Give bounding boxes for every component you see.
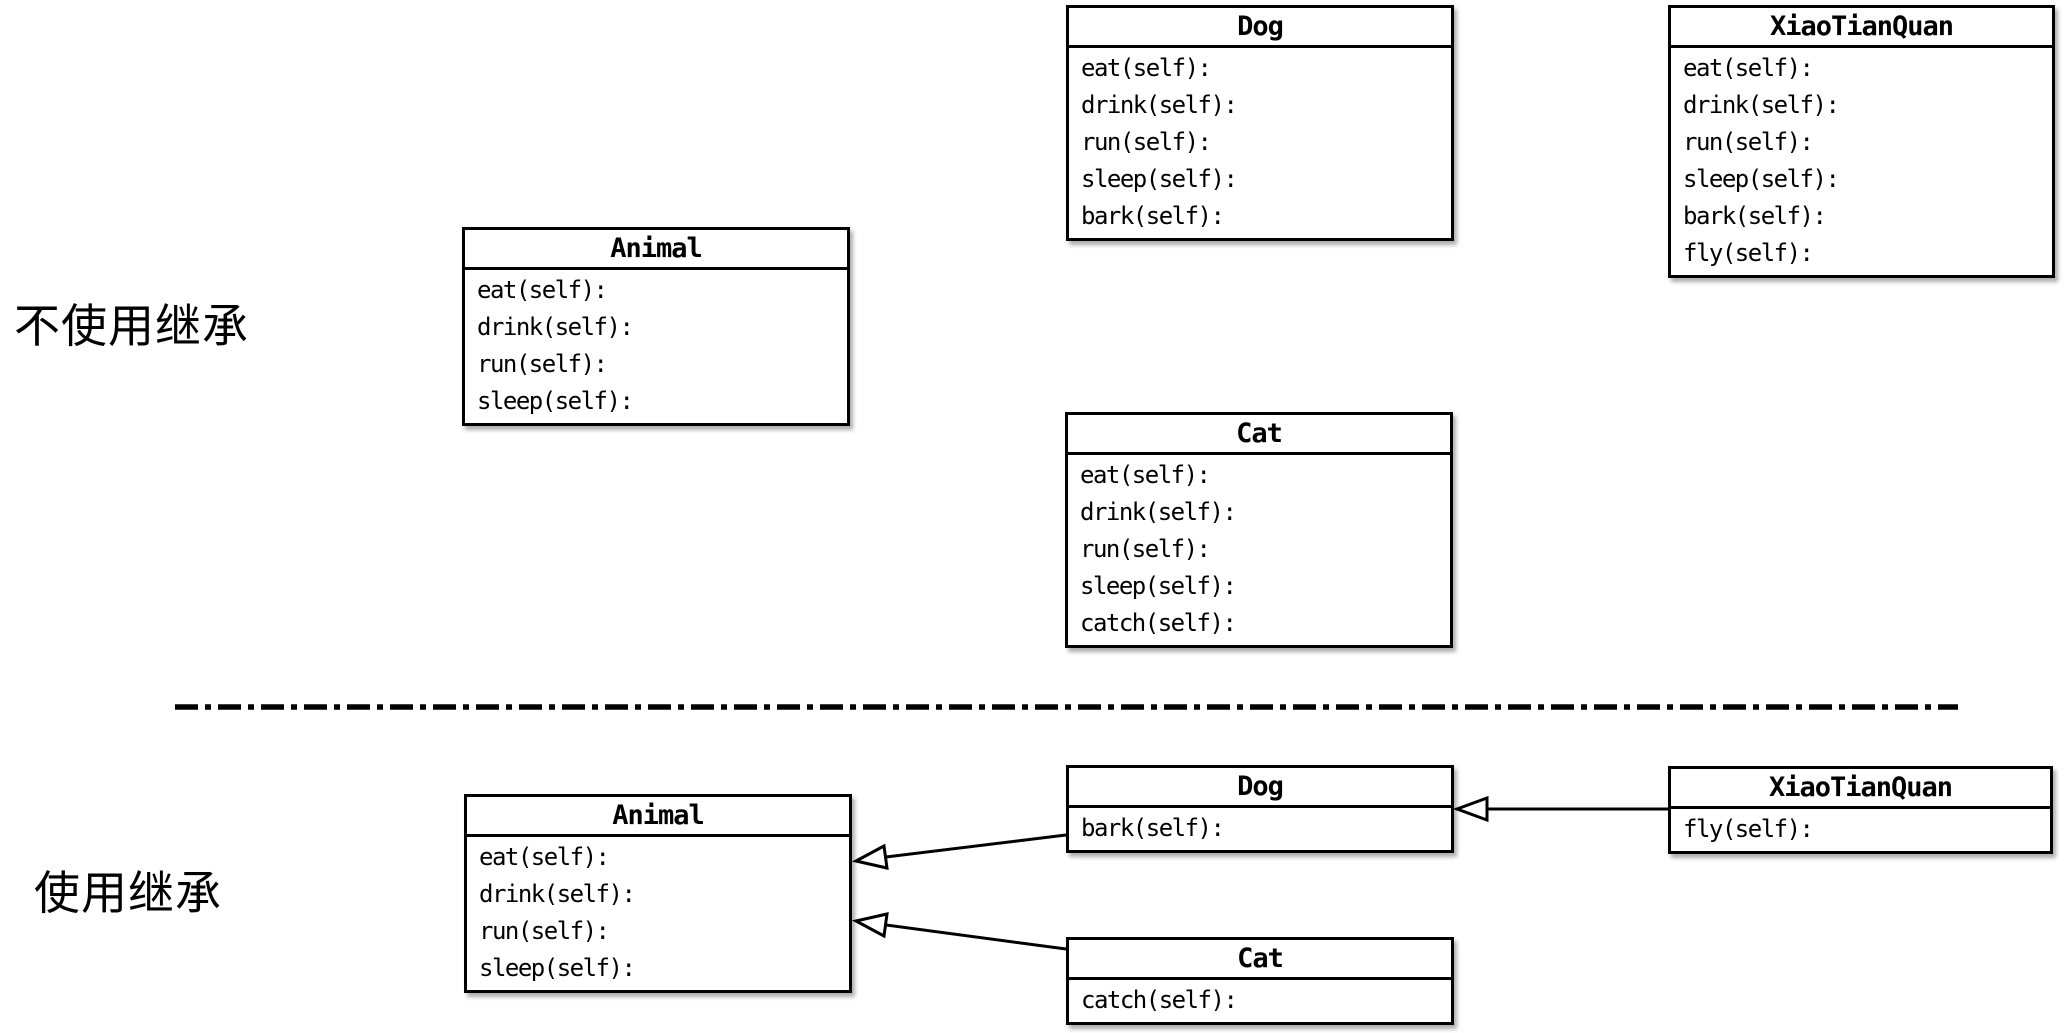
class-box-dog-top: Dog eat(self): drink(self): run(self): s… [1066, 5, 1454, 241]
class-box-animal-bottom: Animal eat(self): drink(self): run(self)… [464, 794, 852, 993]
class-method: eat(self): [479, 843, 610, 871]
class-box-xiaotianquan-bottom: XiaoTianQuan fly(self): [1668, 766, 2053, 854]
class-title: Cat [1069, 940, 1451, 980]
class-method-list: eat(self): drink(self): run(self): sleep… [465, 270, 847, 423]
class-method: run(self): [477, 350, 608, 378]
inheritance-arrowhead-icon [1452, 795, 1489, 823]
class-title: XiaoTianQuan [1671, 769, 2050, 809]
class-method-list: eat(self): drink(self): run(self): sleep… [1069, 48, 1451, 238]
class-method-list: catch(self): [1069, 980, 1451, 1022]
inheritance-line-dog-to-animal [885, 833, 1067, 859]
class-box-dog-bottom: Dog bark(self): [1066, 765, 1454, 853]
class-method: sleep(self): [1683, 165, 1840, 193]
class-method-list: fly(self): [1671, 809, 2050, 851]
class-method: eat(self): [1683, 54, 1814, 82]
class-title: Animal [465, 230, 847, 270]
class-method: run(self): [1081, 128, 1212, 156]
class-method: drink(self): [1683, 91, 1840, 119]
class-method: bark(self): [1683, 202, 1827, 230]
inheritance-line-cat-to-animal [885, 923, 1067, 951]
class-method: catch(self): [1080, 609, 1237, 637]
class-method: bark(self): [1081, 202, 1225, 230]
class-method: run(self): [479, 917, 610, 945]
section-label-no-inheritance: 不使用继承 [14, 300, 249, 352]
section-label-inheritance: 使用继承 [34, 867, 222, 919]
class-method: drink(self): [477, 313, 634, 341]
class-title: XiaoTianQuan [1671, 8, 2052, 48]
class-method: sleep(self): [1080, 572, 1237, 600]
class-box-cat-bottom: Cat catch(self): [1066, 937, 1454, 1025]
class-method: fly(self): [1683, 815, 1814, 843]
class-method: sleep(self): [477, 387, 634, 415]
class-title: Cat [1068, 415, 1450, 455]
class-method: eat(self): [477, 276, 608, 304]
class-method: catch(self): [1081, 986, 1238, 1014]
class-method: eat(self): [1080, 461, 1211, 489]
class-method: fly(self): [1683, 239, 1814, 267]
inheritance-arrowhead-icon [851, 843, 889, 870]
class-title: Animal [467, 797, 849, 837]
class-title: Dog [1069, 8, 1451, 48]
class-method-list: eat(self): drink(self): run(self): sleep… [1671, 48, 2052, 275]
class-method: drink(self): [1081, 91, 1238, 119]
class-method-list: bark(self): [1069, 808, 1451, 850]
class-method: run(self): [1080, 535, 1211, 563]
class-box-animal-top: Animal eat(self): drink(self): run(self)… [462, 227, 850, 426]
class-method: drink(self): [479, 880, 636, 908]
class-box-xiaotianquan-top: XiaoTianQuan eat(self): drink(self): run… [1668, 5, 2055, 278]
class-method: drink(self): [1080, 498, 1237, 526]
class-method: run(self): [1683, 128, 1814, 156]
class-method: eat(self): [1081, 54, 1212, 82]
class-method-list: eat(self): drink(self): run(self): sleep… [1068, 455, 1450, 645]
inheritance-arrowhead-icon [851, 912, 889, 939]
class-method: sleep(self): [1081, 165, 1238, 193]
class-method: bark(self): [1081, 814, 1225, 842]
class-box-cat-top: Cat eat(self): drink(self): run(self): s… [1065, 412, 1453, 648]
class-method: sleep(self): [479, 954, 636, 982]
class-method-list: eat(self): drink(self): run(self): sleep… [467, 837, 849, 990]
class-title: Dog [1069, 768, 1451, 808]
